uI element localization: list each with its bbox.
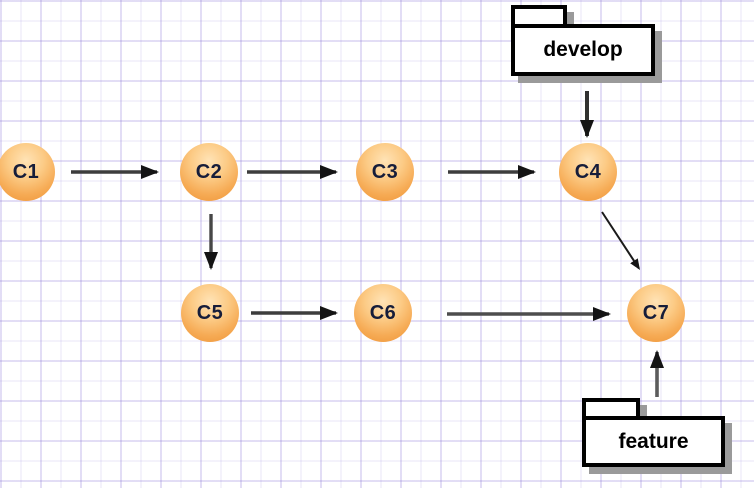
commit-node-c4: C4 xyxy=(559,143,617,201)
commit-label-c2: C2 xyxy=(195,160,223,183)
commit-node-c6: C6 xyxy=(354,284,412,342)
branch-package-develop: develop xyxy=(511,24,655,76)
commit-label-c5: C5 xyxy=(196,301,224,324)
branch-label-develop: develop xyxy=(543,38,623,61)
commit-label-c1: C1 xyxy=(12,160,40,183)
commit-label-c7: C7 xyxy=(642,301,670,324)
arrow-c4-c7-merge xyxy=(601,211,640,270)
commit-label-c6: C6 xyxy=(369,301,397,324)
commit-label-c3: C3 xyxy=(371,160,399,183)
commit-node-c3: C3 xyxy=(356,143,414,201)
branch-label-feature: feature xyxy=(618,429,689,453)
commit-node-c1: C1 xyxy=(0,143,55,201)
commit-label-c4: C4 xyxy=(574,160,602,183)
branch-package-feature: feature xyxy=(582,416,725,467)
commit-node-c5: C5 xyxy=(181,284,239,342)
commit-node-c7: C7 xyxy=(627,284,685,342)
commit-node-c2: C2 xyxy=(180,143,238,201)
